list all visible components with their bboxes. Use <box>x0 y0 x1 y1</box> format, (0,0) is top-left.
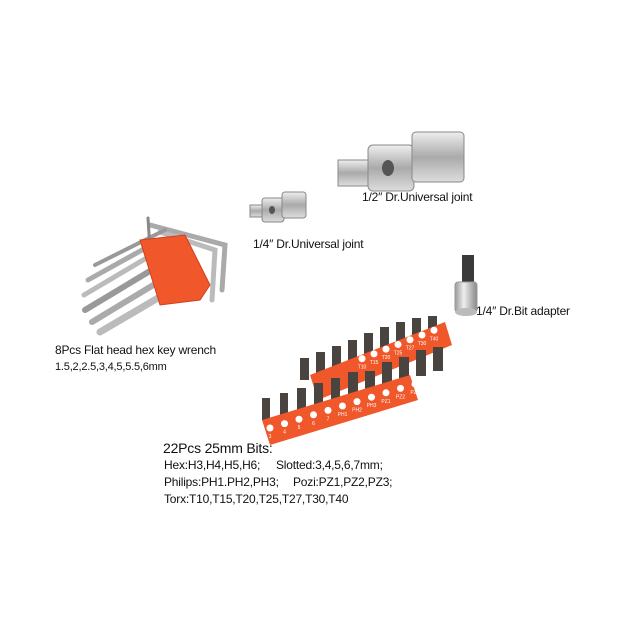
rack-slot-icon <box>418 331 426 339</box>
rack-label: T25 <box>394 350 403 356</box>
rack-label: 6 <box>312 421 315 427</box>
bit-adapter-caption: 1/4″ Dr.Bit adapter <box>476 304 570 318</box>
rack-slot-icon <box>310 411 317 419</box>
rack-slot-icon <box>368 393 375 401</box>
rack-slot-icon <box>324 406 332 414</box>
rack-slot-icon <box>382 389 390 397</box>
bits-philips: Philips:PH1.PH2,PH3; <box>164 475 279 489</box>
rack-label: T40 <box>430 336 439 342</box>
rack-label: T27 <box>406 346 415 352</box>
bits-slotted: Slotted:3,4,5,6,7mm; <box>276 458 383 472</box>
rack-slot-icon <box>370 350 378 358</box>
hex-key-set <box>81 216 228 336</box>
quarter-inch-universal-joint <box>249 191 307 223</box>
half-universal-joint-caption: 1/2″ Dr.Universal joint <box>362 190 473 204</box>
hex-key-title: 8Pcs Flat head hex key wrench <box>55 343 216 357</box>
rack-slot-icon <box>339 402 346 410</box>
rack-label: PH2 <box>352 408 362 414</box>
rack-slot-icon <box>406 336 414 344</box>
rack-label: T10 <box>358 365 367 371</box>
bits-torx: Torx:T10,T15,T20,T25,T27,T30,T40 <box>164 492 349 506</box>
rack-slot-icon <box>266 424 274 432</box>
rack-label: PZ3 <box>410 390 419 396</box>
half-inch-universal-joint <box>337 131 465 192</box>
rack-label: 3 <box>269 434 272 440</box>
bit-adapter <box>454 255 478 316</box>
bit-rack-front: 3 4 5 6 7 PH1 PH2 PH3 PZ1 PZ2 PZ3 <box>262 347 443 445</box>
hex-key-sizes: 1.5,2,2.5,3,4,5,5.5,6mm <box>55 361 167 373</box>
rack-label: T15 <box>370 360 379 366</box>
rack-label: PH3 <box>367 403 377 409</box>
rack-label: PZ1 <box>381 399 390 405</box>
rack-label: T30 <box>418 341 427 347</box>
rack-slot-icon <box>281 420 288 428</box>
rack-slot-icon <box>358 355 366 363</box>
rack-label: PZ2 <box>396 394 405 400</box>
rack-label: 4 <box>283 430 286 436</box>
rack-slot-icon <box>353 398 361 406</box>
rack-slot-icon <box>295 415 303 423</box>
rack-label: T20 <box>382 355 391 361</box>
bits-title: 22Pcs 25mm Bits: <box>163 440 273 456</box>
rack-slot-icon <box>430 326 438 334</box>
rack-slot-icon <box>397 384 404 392</box>
rack-slot-icon <box>411 380 419 388</box>
rack-label: PH1 <box>338 412 348 418</box>
rack-label: 5 <box>298 425 301 431</box>
rack-slot-icon <box>394 340 402 348</box>
rack-label: 7 <box>327 416 330 422</box>
bits-pozi: Pozi:PZ1,PZ2,PZ3; <box>293 475 393 489</box>
bits-hex: Hex:H3,H4,H5,H6; <box>164 458 261 472</box>
rack-slot-icon <box>382 345 390 353</box>
quarter-universal-joint-caption: 1/4″ Dr.Universal joint <box>253 237 364 251</box>
